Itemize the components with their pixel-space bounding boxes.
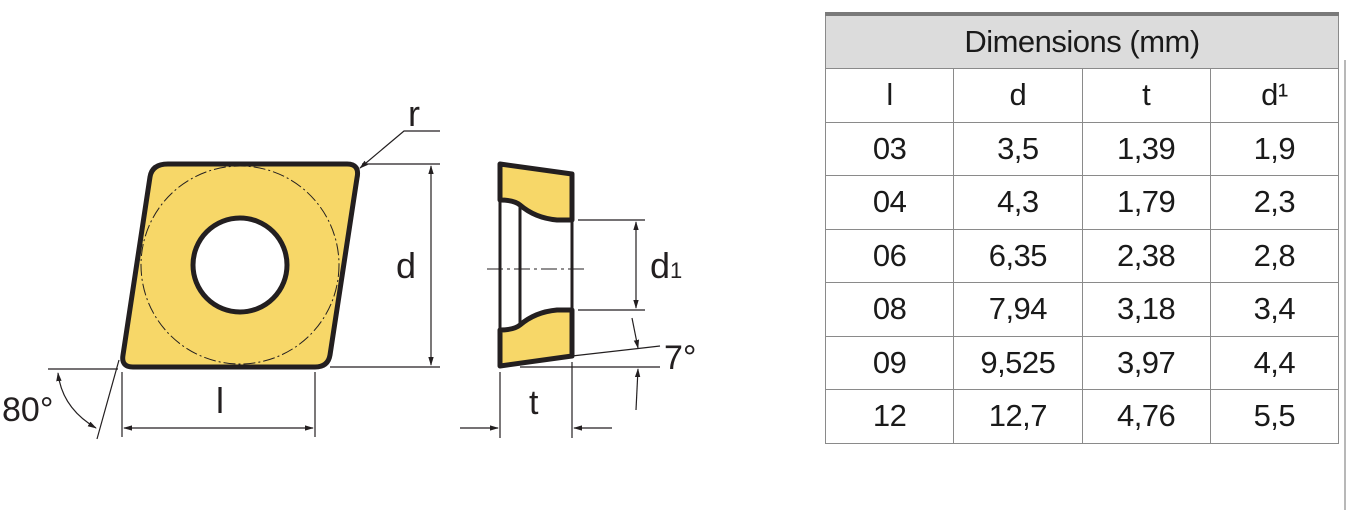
cell-d: 9,525 — [953, 335, 1083, 390]
angle-7-taper-extension — [571, 345, 661, 357]
table-title: Dimensions (mm) — [825, 13, 1339, 69]
radius-label: r — [408, 93, 420, 134]
insert-diagram: r d l 80° d1 7° t — [2, 93, 697, 440]
cell-d: 12,7 — [953, 389, 1083, 444]
cell-t: 3,18 — [1081, 282, 1211, 337]
header-l: l — [824, 68, 955, 123]
cell-l: 06 — [824, 228, 955, 283]
table-row: 03 3,5 1,39 1,9 — [824, 121, 1340, 176]
header-t: t — [1081, 68, 1211, 123]
table-header-row: l d t d¹ — [824, 68, 1340, 123]
thickness-label: t — [529, 384, 539, 422]
cell-d: 3,5 — [953, 121, 1083, 176]
insert-side-view-lower — [497, 307, 575, 369]
cell-d1: 1,9 — [1209, 121, 1340, 176]
angle-80-label: 80° — [2, 391, 53, 429]
cell-l: 03 — [824, 121, 955, 176]
angle-80-edge-extension — [96, 359, 120, 440]
cell-l: 09 — [824, 335, 955, 390]
cell-t: 3,97 — [1081, 335, 1211, 390]
hole-diameter-label: d1 — [650, 245, 682, 286]
table-row: 06 6,35 2,38 2,8 — [824, 228, 1340, 283]
table-row: 09 9,525 3,97 4,4 — [824, 335, 1340, 390]
radius-leader — [359, 130, 440, 169]
cell-t: 4,76 — [1081, 389, 1211, 444]
cell-d1: 3,4 — [1209, 282, 1340, 337]
angle-7-label: 7° — [664, 339, 697, 377]
cell-l: 04 — [824, 175, 955, 230]
dimensions-table: Dimensions (mm) l d t d¹ 03 3,5 1,39 1,9… — [824, 12, 1340, 444]
cell-t: 2,38 — [1081, 228, 1211, 283]
cell-d1: 4,4 — [1209, 335, 1340, 390]
inscribed-circle — [140, 165, 340, 365]
insert-side-view-upper — [497, 161, 575, 223]
table-row: 12 12,7 4,76 5,5 — [824, 389, 1340, 444]
cell-l: 08 — [824, 282, 955, 337]
table-row: 04 4,3 1,79 2,3 — [824, 175, 1340, 230]
cell-d1: 2,3 — [1209, 175, 1340, 230]
cell-d: 4,3 — [953, 175, 1083, 230]
side-view-bore — [498, 200, 574, 330]
cell-l: 12 — [824, 389, 955, 444]
diameter-label: d — [396, 245, 416, 286]
cell-d1: 2,8 — [1209, 228, 1340, 283]
right-edge-divider — [1344, 60, 1346, 510]
cell-d: 7,94 — [953, 282, 1083, 337]
header-d: d — [953, 68, 1083, 123]
cell-t: 1,39 — [1081, 121, 1211, 176]
angle-80-arc — [56, 372, 97, 429]
center-hole — [190, 215, 290, 315]
table-row: 08 7,94 3,18 3,4 — [824, 282, 1340, 337]
angle-7-arrow-bottom — [634, 368, 641, 411]
angle-7-arrow-top — [631, 317, 640, 349]
cell-t: 1,79 — [1081, 175, 1211, 230]
header-d1: d¹ — [1209, 68, 1340, 123]
hole-diameter-subscript: 1 — [670, 258, 682, 283]
cell-d: 6,35 — [953, 228, 1083, 283]
length-label: l — [216, 380, 224, 421]
cell-d1: 5,5 — [1209, 389, 1340, 444]
